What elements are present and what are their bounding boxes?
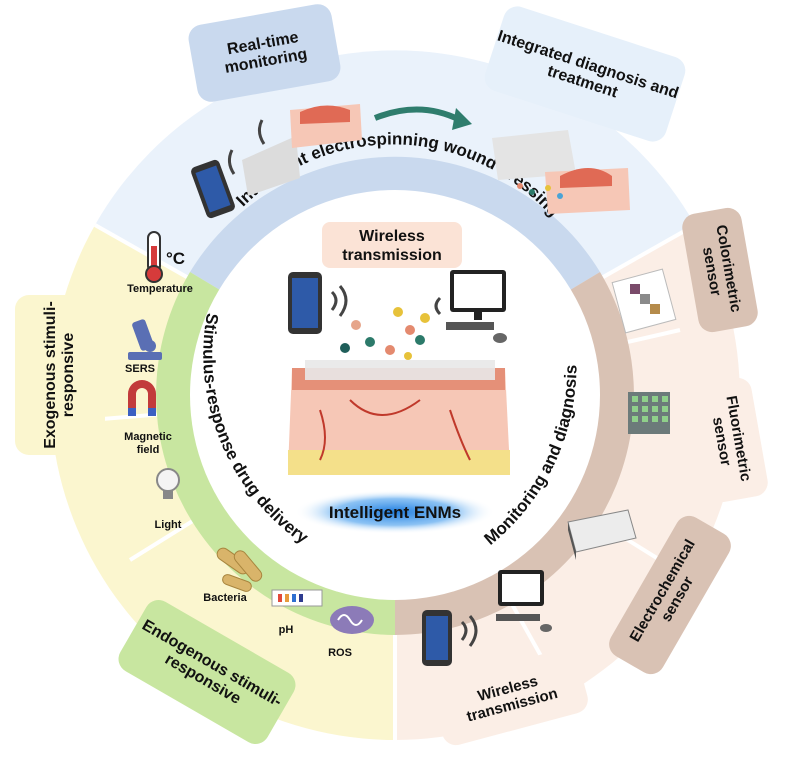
- label-ros: ROS: [328, 647, 352, 659]
- integrated-treatment-illustration: [492, 130, 630, 214]
- progress-arrow-icon: [373, 106, 462, 123]
- signal-waves-icon: [330, 285, 442, 317]
- center-wireless-line1: Wireless: [359, 228, 425, 245]
- label-temperature: Temperature: [127, 283, 193, 295]
- box-exogenous: Exogenous stimuli-responsive: [15, 295, 105, 455]
- ph-strip-icon: [271, 589, 323, 607]
- label-magnetic: Magnetic: [124, 431, 172, 443]
- bottom-phone-icon: [422, 610, 452, 666]
- center-title: Intelligent ENMs: [329, 503, 461, 522]
- bacteria-icon: [216, 547, 263, 592]
- label-exogenous: Exogenous stimuli-responsive: [41, 301, 77, 449]
- realtime-monitoring-illustration: [191, 104, 362, 219]
- label-fluorimetric: Fluorimetric sensor: [708, 394, 755, 483]
- colorimetric-sensor-icon: [611, 268, 677, 334]
- electrochemical-device-icon: [567, 509, 637, 560]
- magnet-icon: [128, 380, 156, 416]
- fluorimetric-sensor-icon: [628, 392, 670, 434]
- thermometer-icon: [145, 231, 163, 283]
- label-field: field: [137, 444, 160, 456]
- mitochondria-icon: [330, 606, 374, 634]
- bottom-signal-waves-icon: [460, 615, 478, 647]
- label-bacteria: Bacteria: [203, 592, 247, 604]
- arrow-head-icon: [452, 108, 472, 130]
- skin-tissue-illustration: [288, 360, 510, 475]
- center-glow: [295, 490, 495, 534]
- temp-unit: °C: [166, 249, 185, 268]
- light-bulb-icon: [156, 468, 180, 499]
- label-light: Light: [155, 519, 182, 531]
- bottom-computer-icon: [496, 570, 552, 632]
- label-ph: pH: [279, 624, 294, 636]
- microscope-icon: [128, 319, 162, 360]
- computer-icon: [446, 270, 507, 343]
- center-wireless-box: [322, 222, 462, 268]
- center-wireless-line2: transmission: [342, 247, 442, 264]
- label-realtime: Real-time monitoring: [223, 28, 309, 77]
- label-colorimetric: Colorimetric sensor: [698, 223, 745, 314]
- nanoparticles: [340, 307, 430, 360]
- phone-icon: [288, 272, 322, 334]
- label-sers: SERS: [125, 363, 155, 375]
